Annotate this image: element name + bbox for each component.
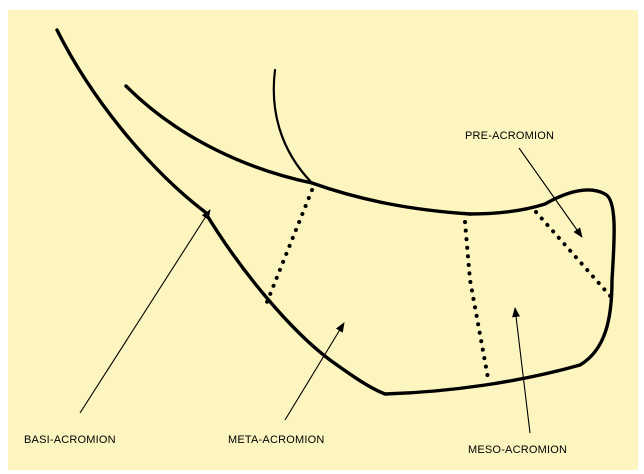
- diagram-background: [8, 10, 638, 470]
- meso-acromion-label: MESO-ACROMION: [468, 444, 568, 456]
- meso-acromion-arrow: [512, 307, 531, 434]
- pre-acromion-arrow: [518, 147, 583, 238]
- basi-acromion-label: BASI-ACROMION: [24, 434, 116, 446]
- acromion-lower-outline: [55, 28, 616, 396]
- meso-pre-boundary: [534, 210, 614, 300]
- basi-meta-boundary: [265, 188, 314, 304]
- meta-acromion-arrow: [284, 322, 345, 421]
- scapular-spine-line: [272, 68, 314, 185]
- pre-acromion-label: PRE-ACROMION: [465, 130, 555, 142]
- meta-meso-boundary: [463, 220, 490, 380]
- basi-acromion-arrow: [79, 209, 211, 414]
- acromion-upper-outline: [124, 84, 472, 216]
- meta-acromion-label: META-ACROMION: [228, 434, 325, 446]
